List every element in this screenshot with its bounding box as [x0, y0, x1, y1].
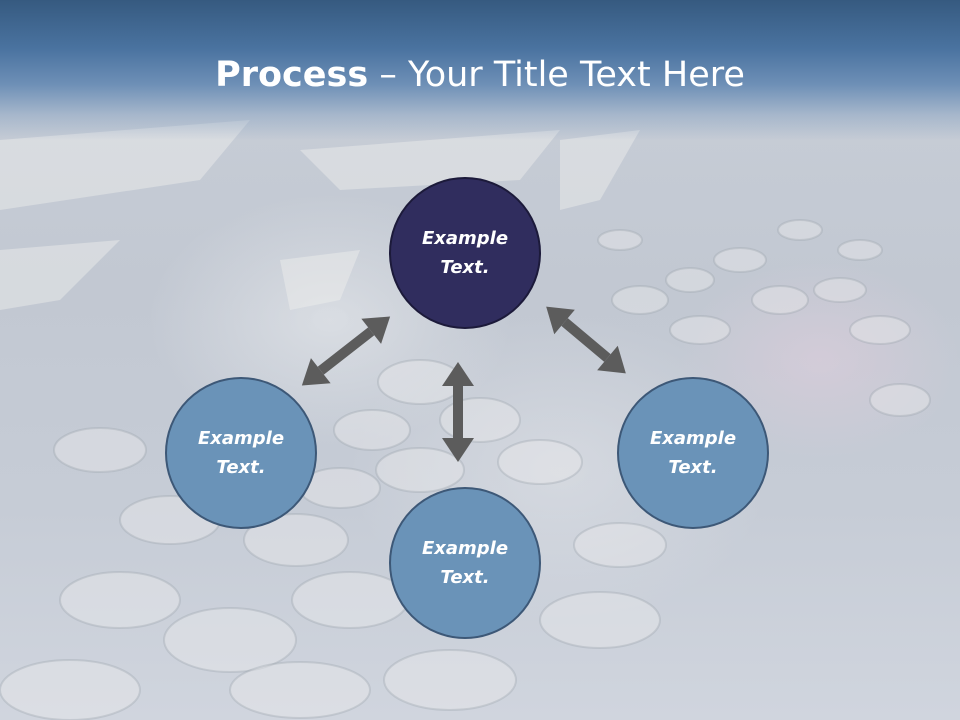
title-banner: [0, 0, 960, 140]
node-top-label: Example Text.: [421, 228, 509, 278]
node-top: Example Text.: [389, 177, 541, 329]
node-left-label: Example Text.: [197, 428, 285, 478]
node-left: Example Text.: [165, 377, 317, 529]
double-arrow-right-icon: [546, 306, 626, 374]
node-bottom-label: Example Text.: [421, 538, 509, 588]
slide-title: Process – Your Title Text Here: [0, 52, 960, 98]
node-right-label: Example Text.: [649, 428, 737, 478]
double-arrow-left-icon: [301, 316, 391, 386]
title-bold-part: Process: [215, 55, 369, 95]
node-bottom: Example Text.: [389, 487, 541, 639]
title-text: Your Title Text Here: [407, 55, 745, 95]
node-right: Example Text.: [617, 377, 769, 529]
double-arrow-vertical-icon: [442, 362, 474, 462]
title-separator: –: [379, 55, 397, 95]
